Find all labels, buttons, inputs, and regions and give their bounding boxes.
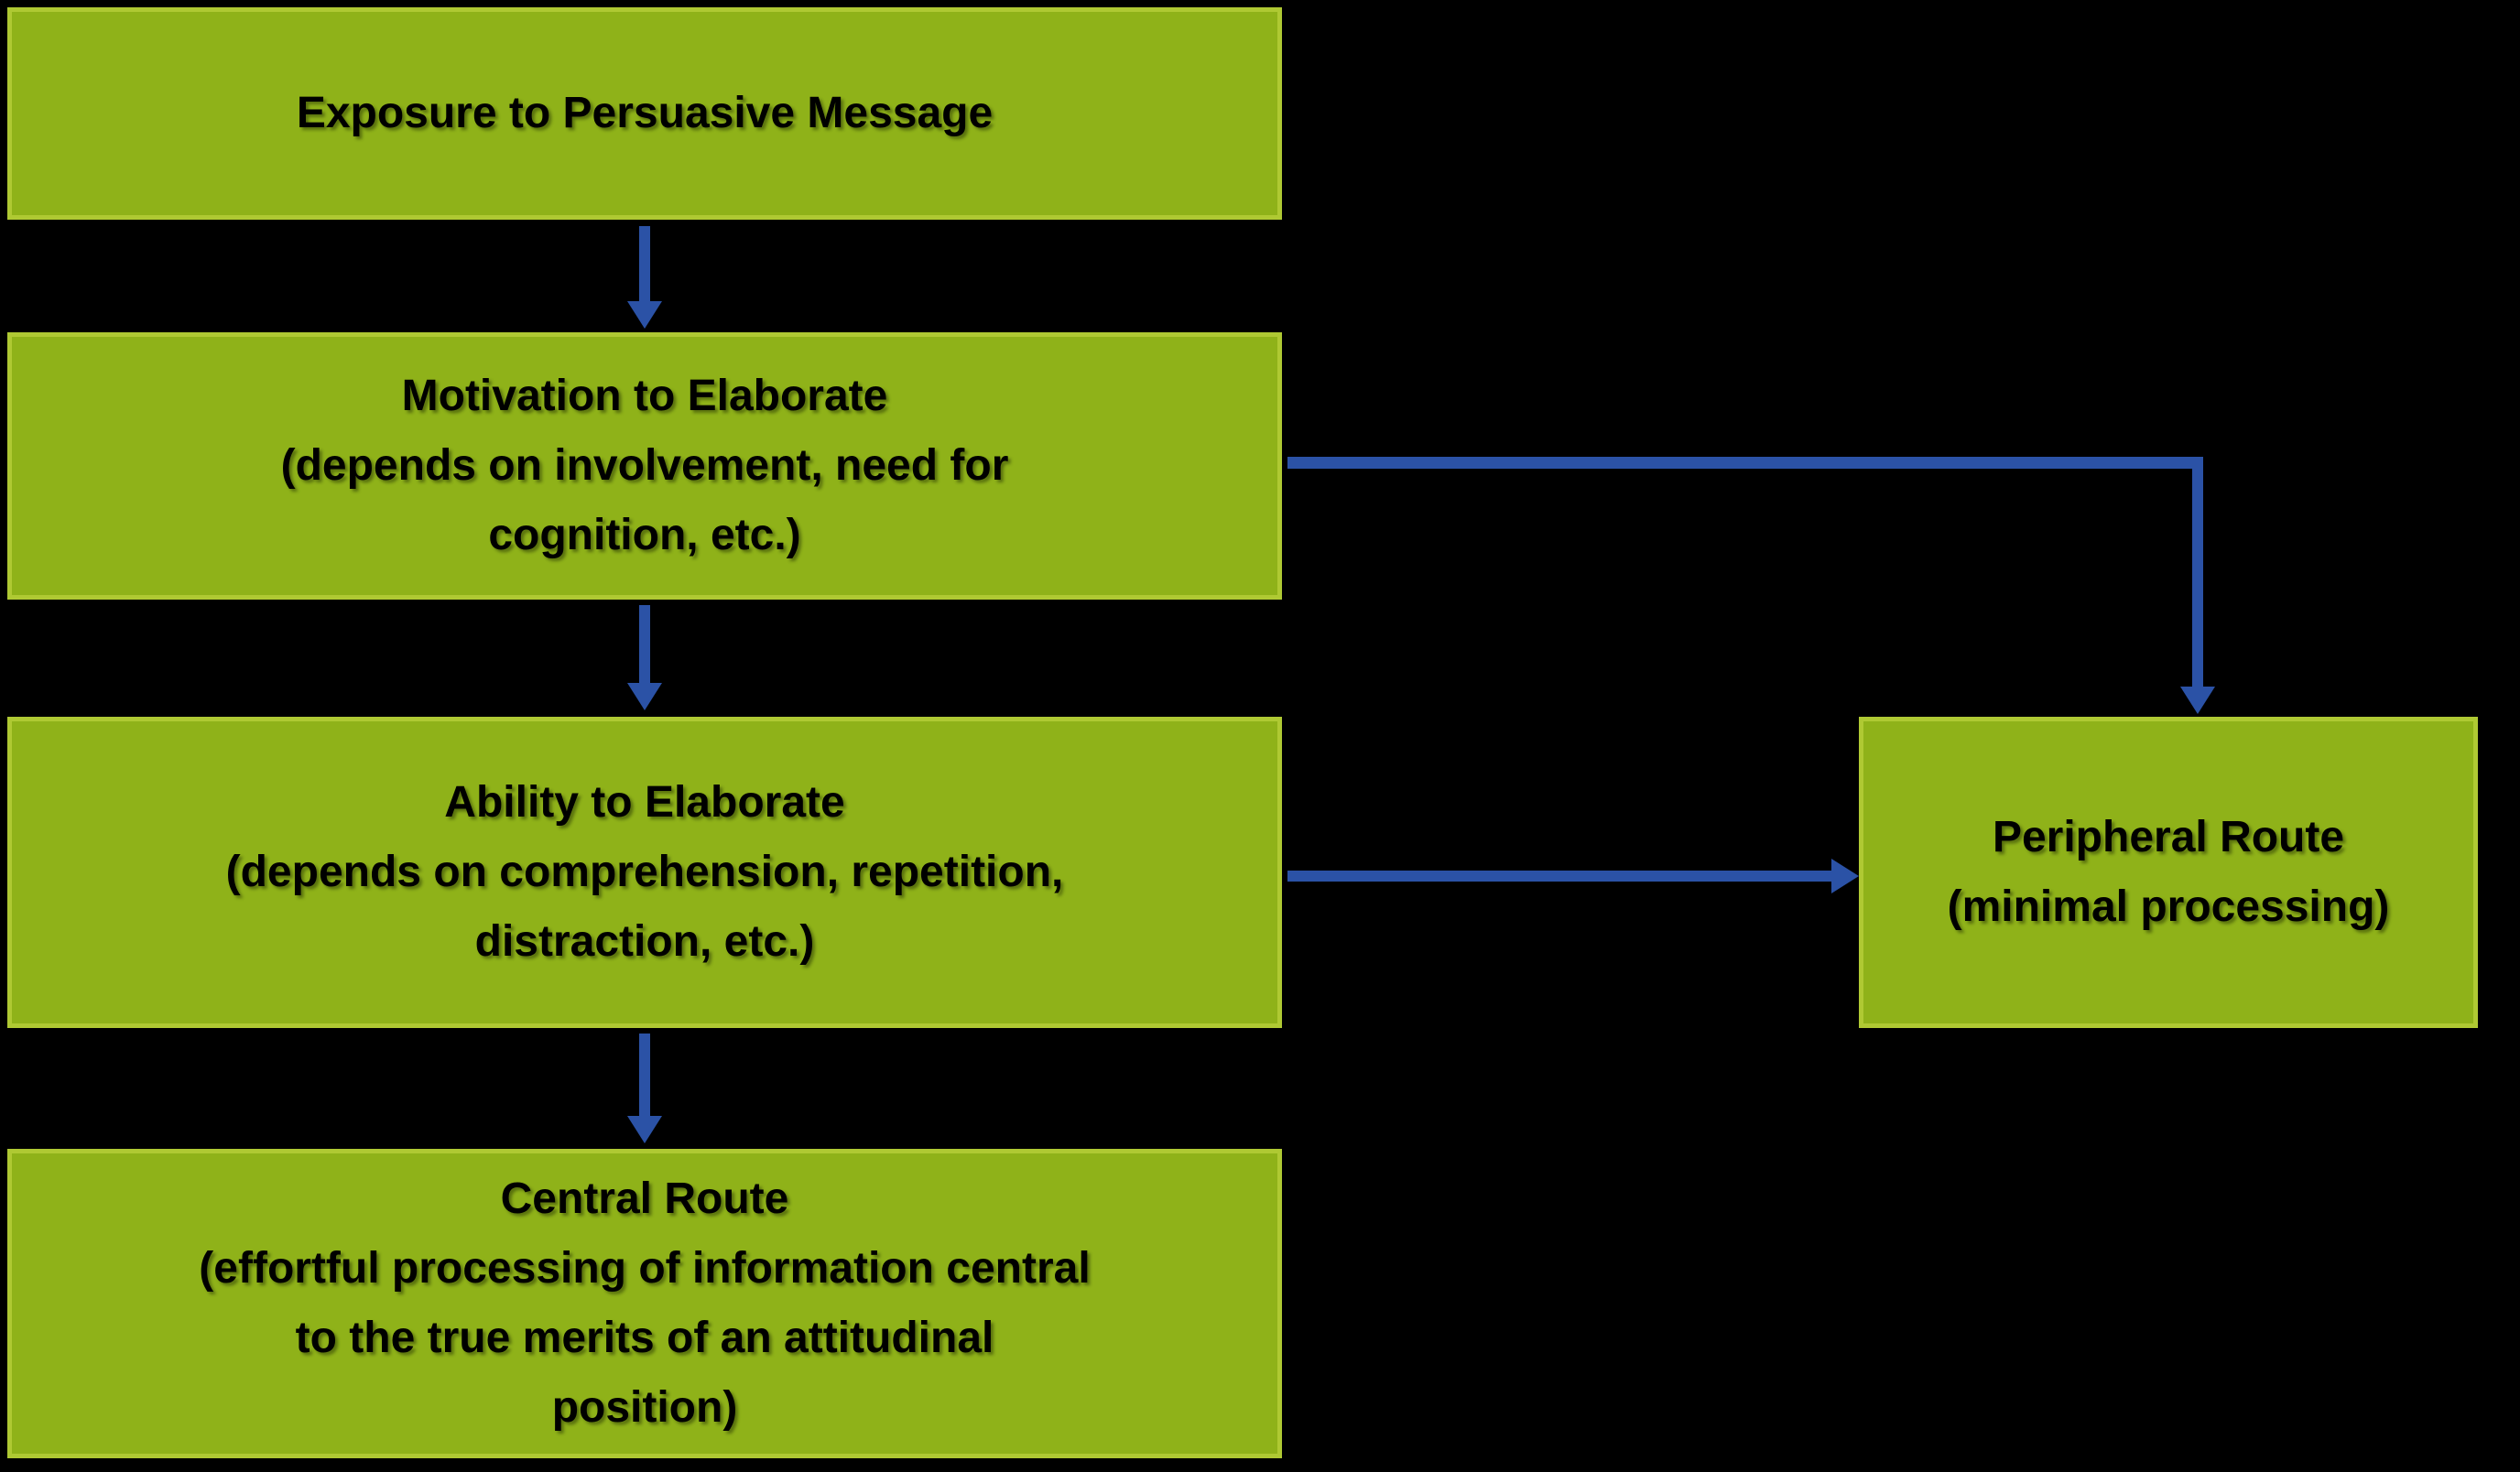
node-peripheral-route-text-line2: (minimal processing) [1947,882,2390,931]
node-central-route-text-line4: position) [551,1383,738,1432]
arrow-exposure-to-motivation-shaft [639,226,650,301]
node-motivation-text-line3: cognition, etc.) [488,511,801,559]
node-exposure: Exposure to Persuasive Message [7,7,1282,220]
arrow-motivation-to-peripheral-vertical-shaft [2192,457,2203,687]
arrow-motivation-to-peripheral-horizontal-shaft [1287,457,2203,469]
arrow-ability-to-central-shaft [639,1034,650,1116]
node-peripheral-route-text-line1: Peripheral Route [1992,813,2345,861]
arrow-motivation-to-ability-shaft [639,605,650,683]
node-ability-text-line2: (depends on comprehension, repetition, [225,848,1064,896]
node-central-route-text-line3: to the true merits of an attitudinal [295,1314,994,1362]
node-central-route-text-line2: (effortful processing of information cen… [199,1244,1091,1293]
node-ability: Ability to Elaborate (depends on compreh… [7,717,1282,1028]
arrow-motivation-to-peripheral-head-icon [2180,687,2215,714]
node-motivation: Motivation to Elaborate (depends on invo… [7,332,1282,600]
node-motivation-text-line1: Motivation to Elaborate [401,372,888,420]
node-central-route: Central Route (effortful processing of i… [7,1149,1282,1458]
node-ability-text-line1: Ability to Elaborate [444,778,845,827]
arrow-ability-to-central-head-icon [627,1116,662,1143]
node-ability-text-line3: distraction, etc.) [474,917,815,966]
node-central-route-text-line1: Central Route [500,1174,789,1223]
arrow-motivation-to-ability-head-icon [627,683,662,710]
arrow-ability-to-peripheral-head-icon [1831,859,1859,893]
arrow-ability-to-peripheral-shaft [1287,871,1833,882]
arrow-exposure-to-motivation-head-icon [627,301,662,329]
node-peripheral-route: Peripheral Route (minimal processing) [1859,717,2478,1028]
node-motivation-text-line2: (depends on involvement, need for [280,441,1009,490]
node-exposure-text: Exposure to Persuasive Message [296,89,994,137]
